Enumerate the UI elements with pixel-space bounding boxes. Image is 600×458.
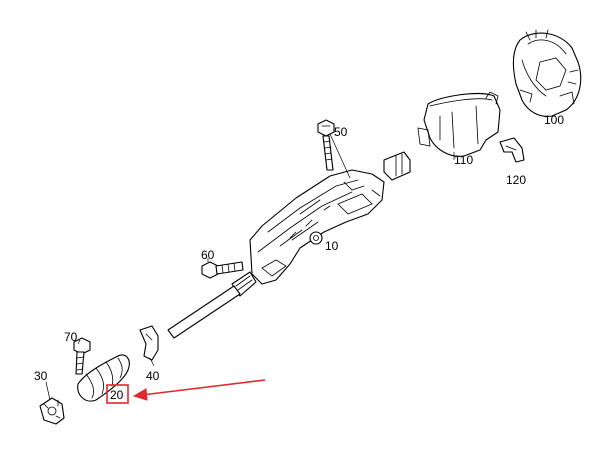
leader-lines [45,133,455,401]
highlight-arrow-head [132,388,148,401]
highlight-arrow-line [141,379,266,396]
leader-50 [329,133,351,179]
label-40: 40 [146,369,160,383]
label-10: 10 [325,239,339,253]
highlight-box [106,384,129,404]
part-50-bolt [317,119,335,171]
part-10-steering-column [167,151,411,339]
label-110: 110 [454,153,473,167]
label-50: 50 [334,125,348,139]
part-40-clip [139,325,159,361]
part-30-flange [39,397,65,425]
leader-30 [45,381,51,401]
label-70: 70 [64,330,78,344]
leader-70 [77,339,81,345]
part-20-boot [77,354,130,402]
leader-40 [149,357,155,367]
label-30: 30 [34,369,48,383]
part-100-clock-spring [512,29,582,117]
part-labels: 100 110 120 50 10 60 70 30 40 20 [34,113,564,402]
part-120-clip [499,137,525,163]
part-70-bolt [73,337,91,375]
label-60: 60 [201,248,215,262]
label-20: 20 [110,388,124,402]
part-60-bolt [201,261,244,279]
highlight-annotation [106,379,266,404]
label-120: 120 [506,173,526,187]
part-110-housing [417,91,501,157]
label-100: 100 [544,113,564,127]
